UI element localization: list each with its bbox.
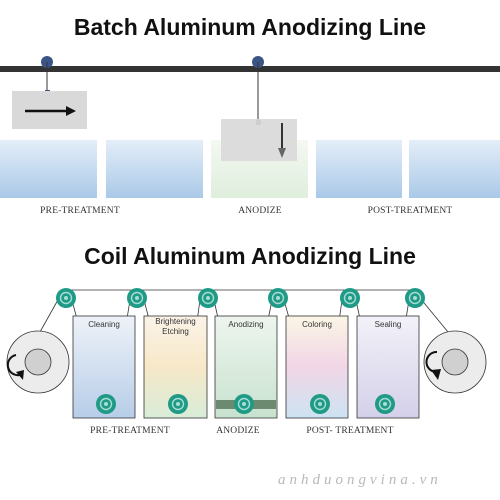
workpiece-rack <box>221 119 297 161</box>
coil-stage-pre-treatment: PRE-TREATMENT <box>90 426 170 436</box>
overhead-rail <box>0 66 500 72</box>
roller <box>96 394 116 414</box>
arrowhead-icon <box>431 369 441 380</box>
arrowhead-icon <box>66 106 76 116</box>
roller <box>375 394 395 414</box>
roller <box>127 288 147 308</box>
uncoiler-spool <box>6 330 70 394</box>
tank-label-cleaning: Cleaning <box>88 320 120 329</box>
batch-stage-post-treatment: POST-TREATMENT <box>367 206 453 216</box>
roller <box>168 394 188 414</box>
top-rollers <box>56 288 425 308</box>
coil-stage-anodize: ANODIZE <box>216 426 260 436</box>
tank-label-brightening-etching: Brightening Etching <box>155 317 196 336</box>
batch-stage-pre-treatment: PRE-TREATMENT <box>40 206 120 216</box>
rotation-arrow-icon <box>6 354 21 377</box>
post-treatment-tank <box>409 140 500 198</box>
arrowhead-icon <box>16 370 24 380</box>
roller <box>405 288 425 308</box>
tank-label-anodizing: Anodizing <box>228 320 264 329</box>
recoiler-spool <box>423 330 487 394</box>
coil-line-title: Coil Aluminum Anodizing Line <box>84 243 416 269</box>
coil-stage-post-treatment: POST- TREATMENT <box>306 426 394 436</box>
roller <box>268 288 288 308</box>
post-treatment-tank <box>316 140 402 198</box>
roller <box>310 394 330 414</box>
pre-treatment-tank <box>0 140 97 198</box>
arrowhead-icon <box>278 148 286 158</box>
roller <box>56 288 76 308</box>
tank-label-coloring: Coloring <box>302 320 332 329</box>
batch-line-title: Batch Aluminum Anodizing Line <box>73 14 427 40</box>
tank-label-sealing: Sealing <box>374 320 402 329</box>
batch-stage-anodize: ANODIZE <box>238 206 282 216</box>
roller <box>234 394 254 414</box>
roller <box>340 288 360 308</box>
pre-treatment-tank <box>106 140 203 198</box>
bottom-rollers <box>96 394 395 414</box>
watermark: anhduongvina.vn <box>278 472 442 488</box>
roller <box>198 288 218 308</box>
